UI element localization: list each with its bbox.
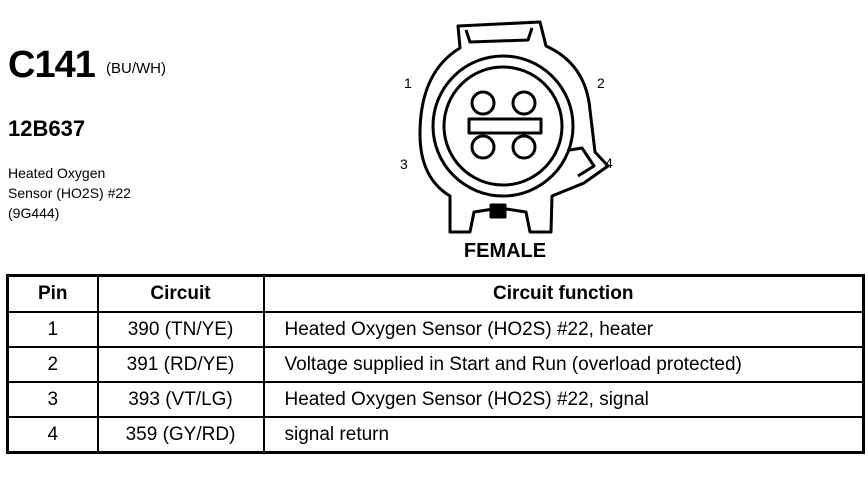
part-number: 12B637	[8, 116, 86, 141]
circuit-cell: 390 (TN/YE)	[96, 311, 265, 348]
circuit-cell: 359 (GY/RD)	[96, 416, 265, 454]
table-header-row: Pin Circuit Circuit function	[6, 274, 865, 313]
pin-cavity	[511, 90, 537, 116]
pin-label: 2	[597, 75, 605, 91]
pin-cell: 2	[6, 346, 99, 383]
pin-cell: 1	[6, 311, 99, 348]
connector-face-drawing: 1 2 3 4	[400, 20, 613, 234]
column-header-circuit: Circuit	[96, 274, 265, 313]
pin-cavity	[470, 90, 496, 116]
table-row: 3 393 (VT/LG) Heated Oxygen Sensor (HO2S…	[6, 381, 865, 418]
circuit-cell: 393 (VT/LG)	[96, 381, 265, 418]
component-description-line: Heated Oxygen	[8, 165, 106, 181]
connector-color-code: (BU/WH)	[106, 60, 166, 77]
column-header-pin: Pin	[6, 274, 99, 313]
function-cell: Heated Oxygen Sensor (HO2S) #22, signal	[262, 381, 865, 418]
component-description-line: (9G444)	[8, 205, 60, 221]
table-row: 1 390 (TN/YE) Heated Oxygen Sensor (HO2S…	[6, 311, 865, 348]
table-row: 4 359 (GY/RD) signal return	[6, 416, 865, 454]
connector-id: C141	[8, 44, 96, 86]
pin-cavity	[470, 134, 496, 160]
circuit-cell: 391 (RD/YE)	[96, 346, 265, 383]
pin-cavity	[511, 134, 537, 160]
column-header-function: Circuit function	[262, 274, 865, 313]
pin-label: 4	[605, 155, 613, 171]
pin-label: 1	[404, 75, 412, 91]
connector-housing-outline	[418, 20, 610, 234]
function-cell: Voltage supplied in Start and Run (overl…	[262, 346, 865, 383]
table-row: 2 391 (RD/YE) Voltage supplied in Start …	[6, 346, 865, 383]
pin-cell: 3	[6, 381, 99, 418]
connector-top-latch	[464, 27, 534, 44]
connector-outer-ring	[431, 54, 575, 198]
connector-center-bar	[467, 117, 543, 135]
component-description-line: Sensor (HO2S) #22	[8, 185, 131, 201]
function-cell: Heated Oxygen Sensor (HO2S) #22, heater	[262, 311, 865, 348]
pin-cell: 4	[6, 416, 99, 454]
connector-bottom-lock	[489, 203, 507, 219]
pin-circuit-table: Pin Circuit Circuit function 1 390 (TN/Y…	[6, 274, 865, 454]
pin-label: 3	[400, 156, 408, 172]
connector-gender-label: FEMALE	[463, 240, 547, 262]
connector-inner-ring	[442, 65, 564, 187]
function-cell: signal return	[262, 416, 865, 454]
connector-key-notch	[569, 146, 596, 178]
